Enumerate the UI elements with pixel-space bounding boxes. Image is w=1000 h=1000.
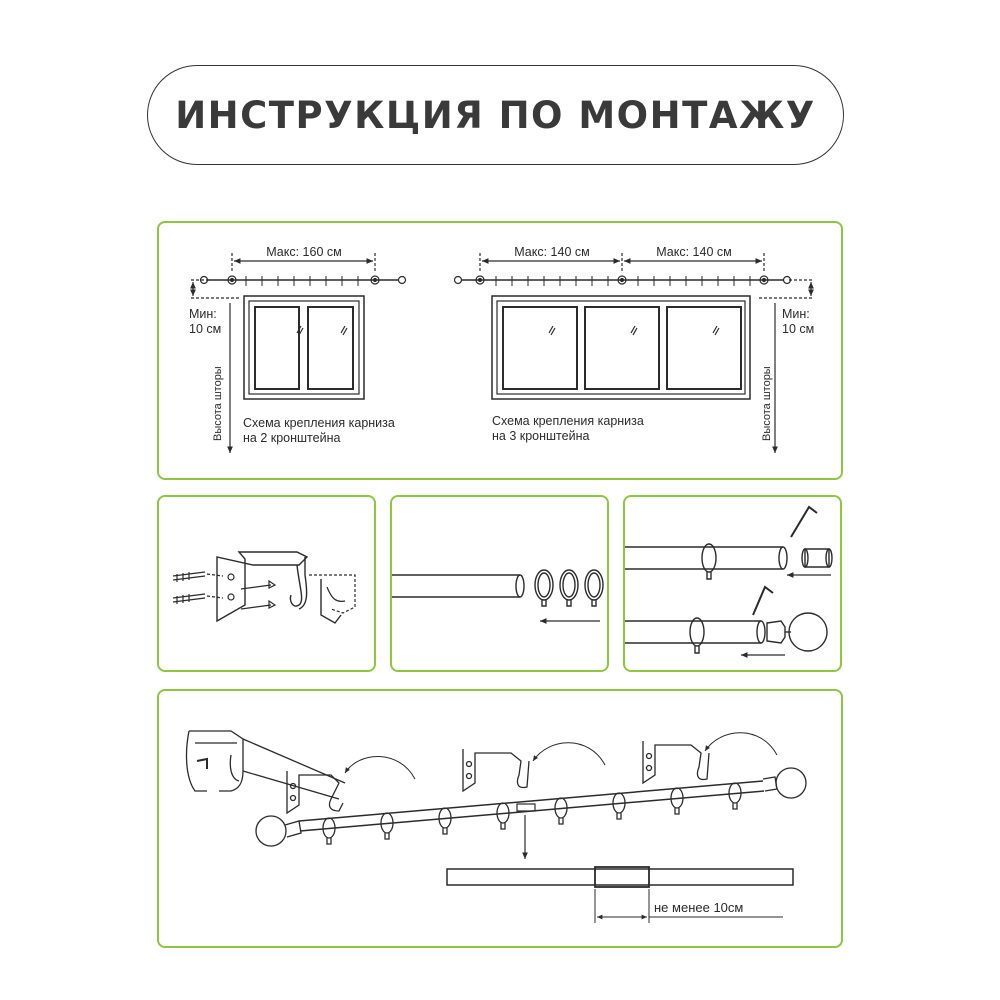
rings-on-assembled-rod [322,782,742,845]
right-finial-icon [762,767,807,799]
overlap-label: не менее 10см [654,900,743,915]
end-cap-icon [801,548,833,568]
bracket-mounting-panel [157,495,376,672]
scheme-3-max-label-left: Макс: 140 см [514,245,589,259]
page-title: ИНСТРУКЦИЯ ПО МОНТАЖУ [175,93,816,137]
scheme-3-max-label-right: Макс: 140 см [656,245,731,259]
scheme-2-caption-line2: на 2 кронштейна [243,431,340,445]
mounting-schemes-diagram: Макс: 160 см Мин: 10 см Высота шторы Схе… [189,245,814,453]
scheme-3-brackets-drawing [453,253,814,453]
title-pill: ИНСТРУКЦИЯ ПО МОНТАЖУ [147,65,844,165]
bracket-detail-inset [185,730,346,800]
scheme-3-caption-line1: Схема крепления карниза [492,414,644,428]
mounting-schemes-panel: Макс: 160 см Мин: 10 см Высота шторы Схе… [157,221,843,480]
finial-ball-icon [766,612,828,652]
scheme-3-caption-line2: на 3 кронштейна [492,429,589,443]
bracket-mounting-diagram [172,551,356,624]
rod-overlap-detail [446,866,794,923]
scheme-3-height-label: Высота шторы [761,366,773,441]
dowel-icon [172,571,206,604]
curtain-ring-icon [534,569,604,607]
bracket-2 [462,749,530,793]
left-finial-icon [255,815,302,847]
rings-on-rod-panel [390,495,609,672]
scheme-2-brackets-drawing [190,253,407,453]
scheme-3-min-label-line2: 10 см [782,322,814,336]
finials-panel [623,495,842,672]
scheme-2-caption-line1: Схема крепления карниза [243,416,395,430]
scheme-2-max-label: Макс: 160 см [266,245,341,259]
assembly-panel: не менее 10см [157,689,843,948]
scheme-3-min-label-line1: Мин: [782,307,810,321]
scheme-2-min-label-line2: 10 см [189,322,221,336]
scheme-2-min-label-line1: Мин: [189,307,217,321]
finials-diagram [625,505,833,658]
rings-on-rod-diagram [392,569,604,624]
scheme-2-height-label: Высота шторы [212,366,224,441]
assembly-diagram: не менее 10см [185,730,807,923]
bracket-3 [642,741,710,785]
bracket-1 [286,771,344,815]
